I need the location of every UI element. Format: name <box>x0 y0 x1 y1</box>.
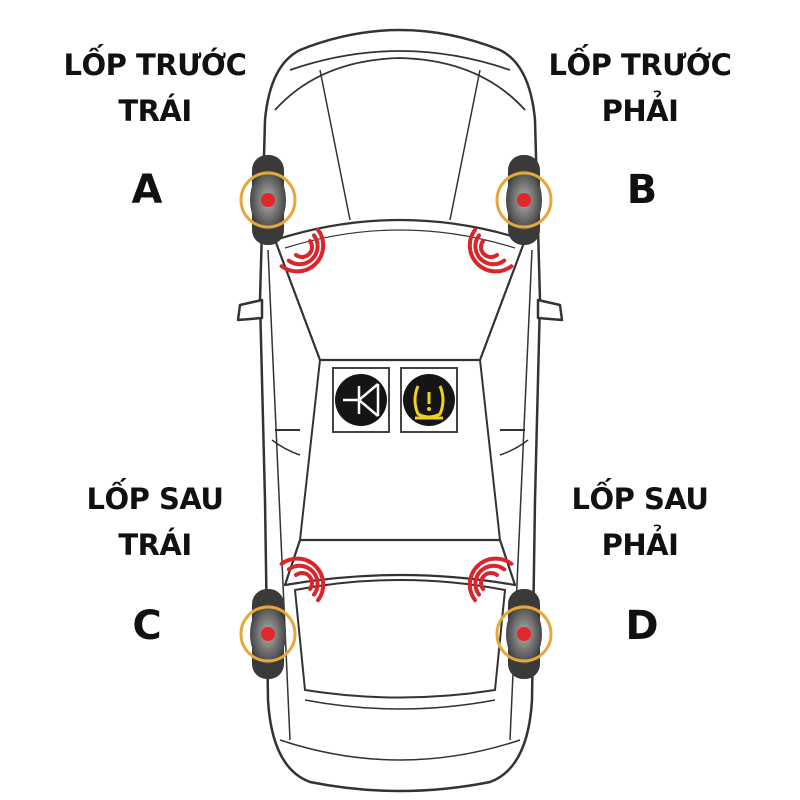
label-front-right-line1: LỐP TRƯỚC <box>548 48 732 82</box>
highlight-ring <box>239 605 297 663</box>
signal-arc <box>467 227 514 274</box>
signal-arc <box>473 563 507 597</box>
sensor-dot <box>517 193 531 207</box>
highlight-ring <box>495 171 553 229</box>
signal-arc <box>479 239 499 259</box>
signal-waves-rear-left <box>279 556 326 603</box>
sensor-dot <box>517 627 531 641</box>
label-rear-left-line1: LỐP SAU <box>86 482 224 516</box>
label-front-left: LỐP TRƯỚC TRÁI <box>60 42 250 134</box>
highlight-ring <box>495 605 553 663</box>
signal-waves-front-left <box>279 227 326 274</box>
tire-front-left <box>239 155 297 245</box>
signal-arc <box>286 563 320 597</box>
signal-waves-front-right <box>467 227 514 274</box>
signal-waves-rear-right <box>467 556 514 603</box>
label-front-right: LỐP TRƯỚC PHẢI <box>545 42 735 134</box>
highlight-ring <box>239 171 297 229</box>
letter-d: D <box>625 603 659 649</box>
label-front-left-line2: TRÁI <box>118 94 192 128</box>
signal-arc <box>294 239 314 259</box>
signal-arc <box>294 571 314 591</box>
signal-arc <box>279 227 326 274</box>
tire-front-right <box>495 155 553 245</box>
label-front-left-line1: LỐP TRƯỚC <box>63 48 247 82</box>
label-rear-left-line2: TRÁI <box>118 528 192 562</box>
tire-rear-left <box>239 589 297 679</box>
signal-arc <box>479 571 499 591</box>
tire-rear-right <box>495 589 553 679</box>
label-rear-left: LỐP SAU TRÁI <box>60 476 250 568</box>
letter-a: A <box>131 167 163 213</box>
label-rear-right: LỐP SAU PHẢI <box>545 476 735 568</box>
sensor-dot <box>261 627 275 641</box>
signal-arc <box>286 233 320 267</box>
signal-arc <box>473 233 507 267</box>
label-rear-right-line1: LỐP SAU <box>571 482 709 516</box>
signal-arc <box>467 556 514 603</box>
letter-b: B <box>626 167 658 213</box>
label-front-right-line2: PHẢI <box>601 94 679 128</box>
sensor-dot <box>261 193 275 207</box>
signal-arc <box>279 556 326 603</box>
tpms-antenna-icon <box>332 367 390 433</box>
label-rear-right-line2: PHẢI <box>601 528 679 562</box>
tpms-warning-icon <box>400 367 458 433</box>
letter-c: C <box>132 603 162 649</box>
